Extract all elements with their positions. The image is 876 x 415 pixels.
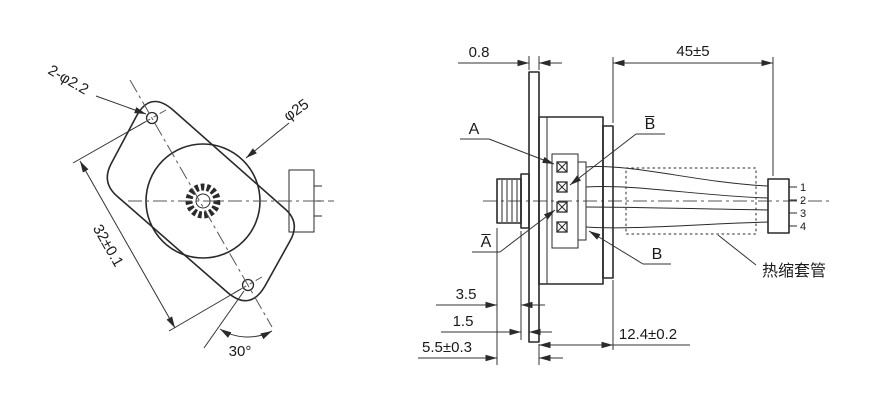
lead-wires: [585, 165, 769, 229]
mounting-flange: [528, 71, 540, 343]
pin-1-label: 1: [800, 182, 806, 194]
phase-label-a-bar: A̅: [472, 209, 556, 253]
phase-label-b: B: [588, 230, 671, 265]
dim-mount-holes-text: 2-φ2.2: [45, 62, 92, 99]
dim-shaft-total-text: 5.5±0.3: [422, 339, 472, 356]
dim-pinion-length-text: 3.5: [456, 286, 477, 303]
connector: 1 2 3 4: [767, 178, 806, 234]
phase-a-text: A: [469, 121, 480, 138]
phase-label-a: A: [460, 121, 555, 165]
output-pinion: [496, 178, 522, 224]
dim-mount-holes: 2-φ2.2: [45, 62, 147, 115]
heat-shrink-text: 热缩套管: [762, 262, 826, 280]
center-lines: [128, 79, 334, 328]
dim-hole-spacing: 32±0.1: [72, 121, 242, 332]
dim-flange-thickness: 0.8: [458, 44, 562, 70]
heat-shrink-tube: [625, 167, 757, 235]
dim-angle-text: 30°: [229, 343, 252, 360]
dim-hole-spacing-text: 32±0.1: [89, 222, 127, 270]
front-view: 32±0.1 2-φ2.2 φ25 30°: [45, 62, 334, 360]
dim-lead-length-text: 45±5: [676, 43, 709, 60]
dim-lead-length: 45±5: [612, 43, 774, 176]
pin-2-label: 2: [800, 195, 806, 207]
phase-a-bar-text: A̅: [481, 233, 492, 251]
motor-body-side: [538, 116, 614, 285]
dim-body-depth-text: 12.4±0.2: [619, 326, 677, 343]
terminal-4: [556, 221, 568, 233]
dim-angle: 30°: [203, 290, 273, 360]
phase-b-text: B: [652, 246, 663, 263]
terminal-1: [556, 161, 568, 173]
dim-body-diameter-text: φ25: [281, 96, 312, 125]
dim-shaft-total: 5.5±0.3: [418, 339, 563, 365]
heat-shrink-callout: 热缩套管: [717, 234, 826, 280]
dim-body-diameter: φ25: [245, 96, 312, 159]
dim-boss-length: 1.5: [441, 313, 552, 336]
dim-flange-thickness-text: 0.8: [469, 44, 490, 61]
phase-b-bar-text: B̅: [645, 115, 656, 133]
dim-pinion-length: 3.5: [436, 228, 545, 365]
phase-label-b-bar: B̅: [569, 115, 665, 186]
side-view: 1 2 3 4 0.8 45±5 A B̅: [418, 43, 830, 365]
terminal-3: [556, 201, 568, 213]
terminal-2: [556, 181, 568, 193]
dim-body-depth: 12.4±0.2: [539, 280, 690, 350]
pin-4-label: 4: [800, 221, 806, 233]
terminal-block: [551, 153, 587, 249]
pin-3-label: 3: [800, 208, 806, 220]
dim-boss-length-text: 1.5: [453, 313, 474, 330]
